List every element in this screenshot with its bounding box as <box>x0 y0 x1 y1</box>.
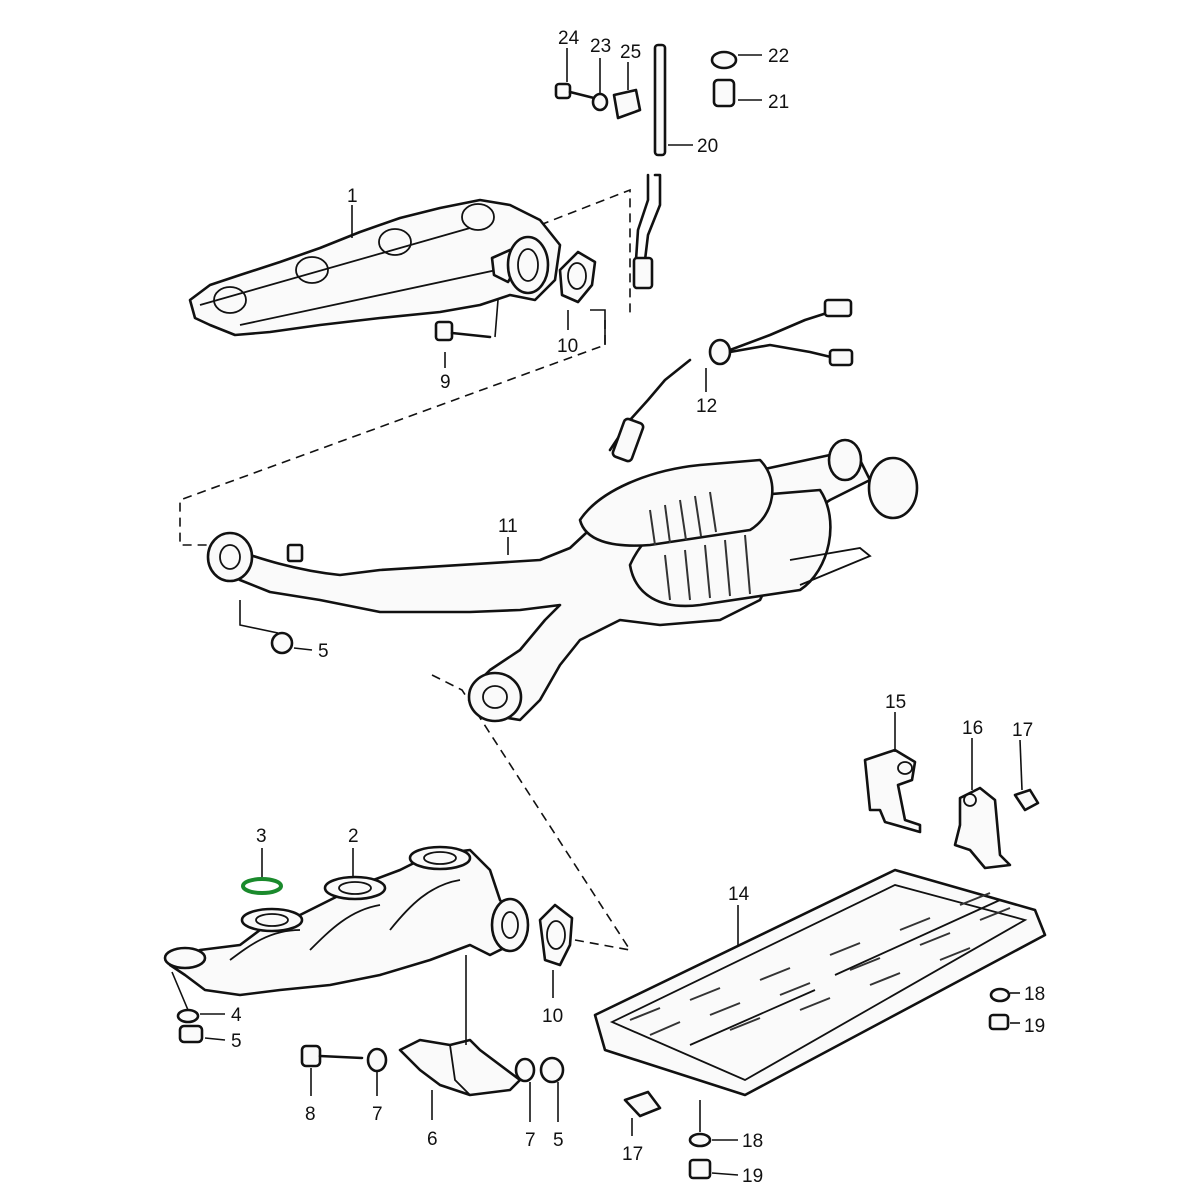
callout-23: 23 <box>590 36 611 57</box>
washer-7-left[interactable] <box>366 1047 388 1096</box>
oxygen-sensor-12[interactable] <box>608 298 854 463</box>
callout-2: 2 <box>348 826 359 847</box>
callout-1: 1 <box>347 186 358 207</box>
callout-7-left: 7 <box>372 1104 383 1125</box>
callout-18-bottom: 18 <box>742 1131 763 1152</box>
callout-12: 12 <box>696 396 717 417</box>
gasket-3[interactable] <box>241 848 283 895</box>
callout-15: 15 <box>885 692 906 713</box>
washer-18-bottom[interactable] <box>688 1100 738 1148</box>
bracket-15[interactable] <box>863 712 922 834</box>
callout-5-front: 5 <box>318 641 329 662</box>
heat-shield-6[interactable] <box>398 955 522 1120</box>
underbody-pan-14[interactable] <box>593 868 1047 1097</box>
upper-exhaust-manifold[interactable] <box>188 198 562 337</box>
callout-25: 25 <box>620 42 641 63</box>
callout-8: 8 <box>305 1104 316 1125</box>
washer-23[interactable] <box>591 92 609 112</box>
callout-17-upper: 17 <box>1012 720 1033 741</box>
callout-19-right: 19 <box>1024 1016 1045 1037</box>
callout-6: 6 <box>427 1129 438 1150</box>
callout-21: 21 <box>768 92 789 113</box>
bolt-9[interactable] <box>434 299 499 342</box>
callout-leaders <box>351 48 629 368</box>
sleeve-21[interactable] <box>712 54 762 108</box>
callout-24: 24 <box>558 28 580 49</box>
callout-10-lower: 10 <box>542 1006 563 1027</box>
bracket-16[interactable] <box>953 738 1012 870</box>
clip-17-lower[interactable] <box>623 1090 662 1136</box>
callout-19-bottom: 19 <box>742 1166 763 1187</box>
callout-11: 11 <box>498 516 518 537</box>
cap-22[interactable] <box>710 50 738 70</box>
gasket-lower[interactable] <box>538 903 574 998</box>
clip-17-upper[interactable] <box>1013 739 1040 812</box>
callout-10-upper: 10 <box>557 336 578 357</box>
front-pipe-catalytic-converter[interactable] <box>206 438 919 723</box>
clamp-25[interactable] <box>612 88 642 120</box>
nut-5-right[interactable] <box>539 1056 565 1122</box>
callout-4: 4 <box>231 1005 242 1026</box>
nut-front-pipe[interactable] <box>239 600 313 655</box>
washer-18-right[interactable] <box>989 987 1020 1003</box>
callout-3: 3 <box>256 826 267 847</box>
callout-numbers: 24 23 25 22 21 20 1 10 9 12 11 5 15 16 1… <box>231 28 1045 1187</box>
callout-20: 20 <box>697 136 718 157</box>
callout-18-right: 18 <box>1024 984 1045 1005</box>
washer-4[interactable] <box>171 971 225 1024</box>
bolt-19-bottom[interactable] <box>688 1158 739 1180</box>
bolt-24[interactable] <box>554 82 596 100</box>
bolt-19-right[interactable] <box>988 1013 1020 1031</box>
nut-lower-left[interactable] <box>178 1024 226 1044</box>
callout-7-right: 7 <box>525 1130 536 1151</box>
bolt-8[interactable] <box>300 1044 364 1096</box>
callout-17-lower: 17 <box>622 1144 643 1165</box>
callout-5-right: 5 <box>553 1130 564 1151</box>
lower-exhaust-manifold[interactable] <box>163 845 530 997</box>
callout-16: 16 <box>962 718 983 739</box>
washer-7-right[interactable] <box>514 1057 536 1122</box>
callout-5-left: 5 <box>231 1031 242 1052</box>
gasket-upper[interactable] <box>558 250 597 304</box>
callout-14: 14 <box>728 884 750 905</box>
oxygen-sensor-pipe-20[interactable] <box>632 43 693 290</box>
callout-22: 22 <box>768 46 789 67</box>
callout-9: 9 <box>440 372 451 393</box>
